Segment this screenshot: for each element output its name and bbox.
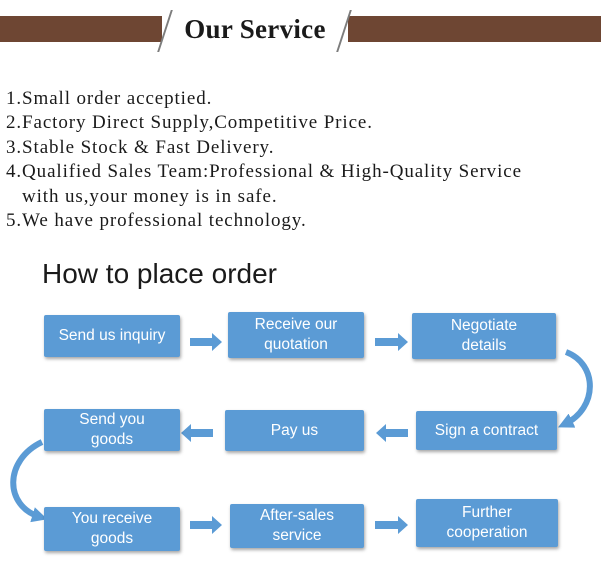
- arrow-left-icon: [376, 424, 408, 442]
- service-item-4-continued: with us,your money is in safe.: [22, 185, 278, 207]
- step-receive-goods: You receive goods: [44, 507, 180, 551]
- step-send-goods: Send you goods: [44, 409, 180, 451]
- curve-arrow-icon: [10, 439, 48, 523]
- service-item-4: 4.Qualified Sales Team:Professional & Hi…: [6, 161, 522, 183]
- service-item-3: 3.Stable Stock & Fast Delivery.: [6, 136, 275, 158]
- curve-arrow-icon: [557, 349, 593, 428]
- service-item-5: 5.We have professional technology.: [6, 210, 307, 232]
- service-item-1: 1.Small order acceptied.: [6, 88, 213, 109]
- arrow-right-icon: [375, 333, 408, 351]
- service-list: 1.Small order acceptied. 2.Factory Direc…: [6, 87, 601, 233]
- service-item-2: 2.Factory Direct Supply,Competitive Pric…: [6, 112, 373, 134]
- process-title: How to place order: [42, 258, 278, 289]
- arrow-right-icon: [375, 516, 408, 534]
- arrow-right-icon: [190, 516, 222, 534]
- arrow-right-icon: [190, 333, 222, 351]
- step-negotiate-details: Negotiate details: [412, 313, 556, 359]
- banner-bar-right: [348, 16, 601, 42]
- step-further-cooperation: Further cooperation: [416, 499, 558, 547]
- section-banner: Our Service: [0, 8, 601, 52]
- step-send-inquiry: Send us inquiry: [44, 315, 180, 357]
- arrow-left-icon: [181, 424, 213, 442]
- step-after-sales: After-sales service: [230, 504, 364, 548]
- step-receive-quotation: Receive our quotation: [228, 312, 364, 358]
- step-pay-us: Pay us: [225, 410, 364, 451]
- banner-bar-left: [0, 16, 162, 42]
- step-sign-contract: Sign a contract: [416, 411, 557, 450]
- banner-title: Our Service: [184, 14, 326, 44]
